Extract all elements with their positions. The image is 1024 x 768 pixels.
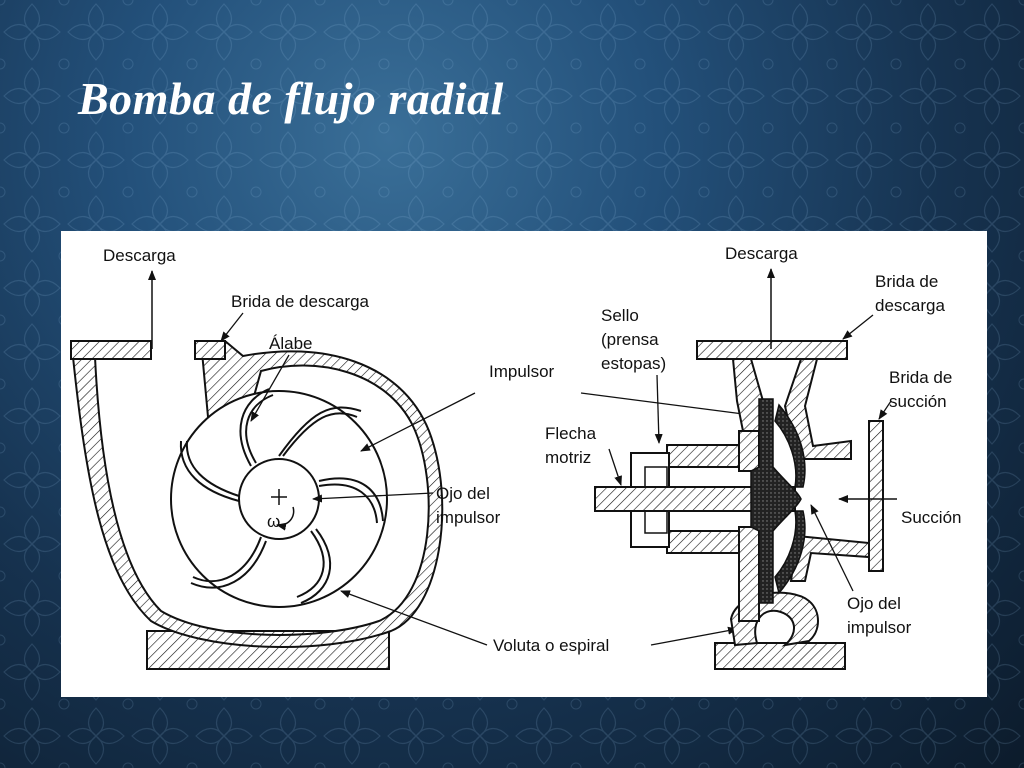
left-discharge-flange-right — [194, 340, 226, 360]
voluta-label: Voluta o espiral — [493, 636, 609, 655]
sello-leader — [654, 374, 663, 444]
right-pump-base — [714, 642, 846, 670]
seal-housing-top — [666, 444, 740, 468]
voluta-leader-right — [650, 626, 738, 646]
impeller-shroud — [774, 403, 806, 595]
left-ojo-label-2: impulsor — [436, 508, 501, 527]
left-brida-leader — [220, 312, 244, 342]
voluta-leader-left — [340, 590, 488, 646]
left-ojo-label-1: Ojo del — [436, 484, 490, 503]
left-descarga-label: Descarga — [103, 246, 176, 265]
flecha-label-1: Flecha — [545, 424, 597, 443]
impulsor-leader-left — [360, 392, 476, 452]
left-discharge-flange — [70, 340, 152, 360]
right-brida-descarga-label-1: Brida de — [875, 272, 938, 291]
pump-diagram: ω Descarga Brida de descarga Álabe Ojo d… — [70, 244, 961, 670]
impulsor-leader-right — [580, 392, 752, 418]
diagram-panel: ω Descarga Brida de descarga Álabe Ojo d… — [61, 231, 987, 697]
left-ojo-leader — [312, 492, 434, 503]
brida-succion-leader — [878, 400, 892, 420]
seal-housing-bottom — [666, 530, 740, 554]
alabe-label: Álabe — [269, 334, 312, 353]
volute-casing — [72, 340, 444, 649]
right-ojo-label-1: Ojo del — [847, 594, 901, 613]
right-discharge-flange — [696, 340, 848, 360]
succion-label: Succión — [901, 508, 961, 527]
impeller-vanes — [179, 388, 384, 604]
rotation-arrow — [276, 506, 295, 531]
right-impeller — [750, 398, 802, 604]
right-ojo-label-2: impulsor — [847, 618, 912, 637]
right-brida-descarga-leader — [842, 314, 874, 340]
sello-label-1: Sello — [601, 306, 639, 325]
suction-flange — [868, 420, 884, 572]
left-brida-descarga-label: Brida de descarga — [231, 292, 370, 311]
right-ojo-leader — [810, 504, 854, 592]
sello-label-2: (prensa — [601, 330, 659, 349]
brida-succion-label-2: succión — [889, 392, 947, 411]
flecha-leader — [608, 448, 622, 486]
right-pump — [594, 268, 897, 670]
brida-succion-label-1: Brida de — [889, 368, 952, 387]
omega-label: ω — [267, 512, 280, 531]
right-descarga-label: Descarga — [725, 244, 798, 263]
suction-nozzle-bottom — [789, 534, 870, 582]
sello-label-3: estopas) — [601, 354, 666, 373]
right-brida-descarga-label-2: descarga — [875, 296, 945, 315]
slide-title: Bomba de flujo radial — [78, 73, 504, 124]
alabe-leader — [250, 354, 290, 422]
flecha-label-2: motriz — [545, 448, 591, 467]
left-pump: ω Descarga Brida de descarga Álabe Ojo d… — [70, 246, 501, 670]
impulsor-label: Impulsor — [489, 362, 555, 381]
